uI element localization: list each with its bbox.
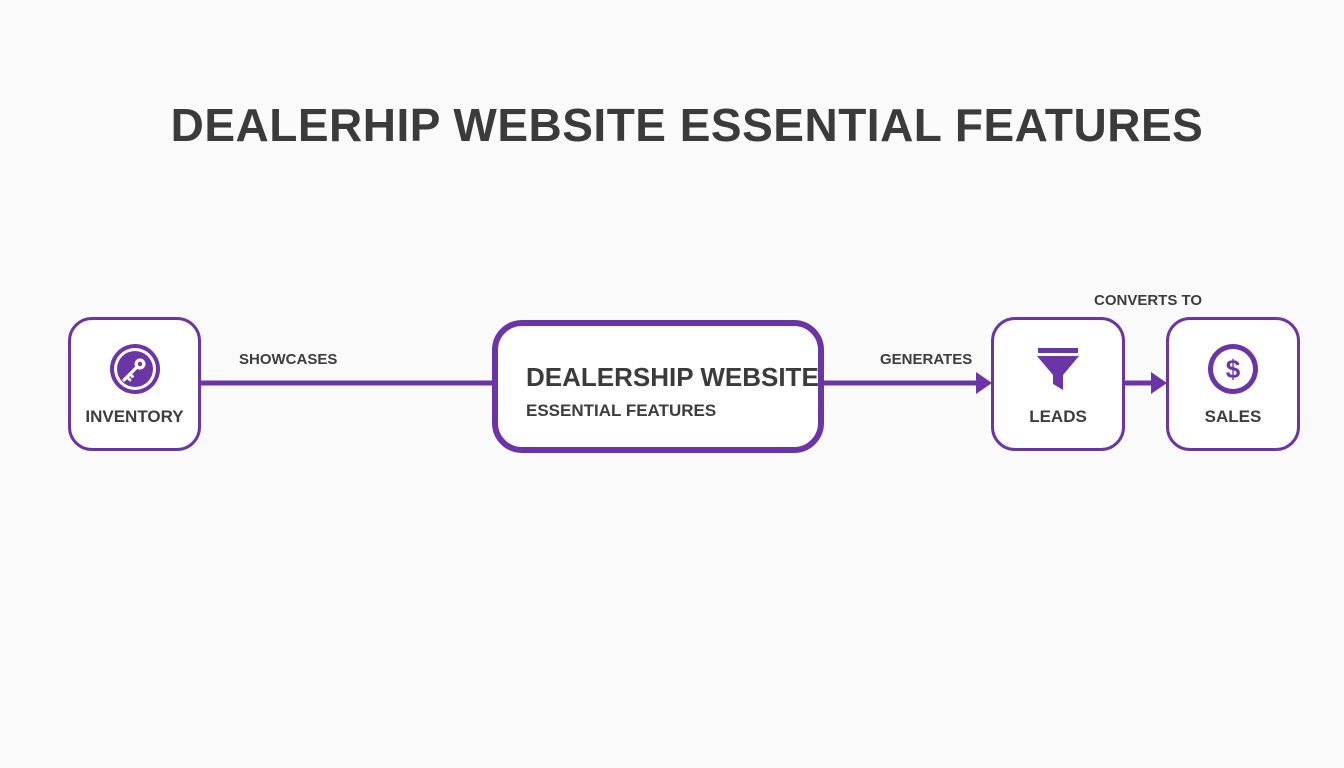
node-leads: LEADS: [991, 317, 1125, 451]
node-inventory: INVENTORY: [68, 317, 201, 451]
center-node-title: DEALERSHIP WEBSITE: [526, 362, 819, 392]
center-node-subtitle: ESSENTIAL FEATURES: [526, 401, 717, 420]
edge-converts-arrowhead: [1151, 372, 1167, 394]
node-inventory-label: INVENTORY: [85, 407, 184, 426]
dollar-icon: $: [1208, 344, 1258, 394]
funnel-icon: [1037, 348, 1079, 390]
node-sales-label: SALES: [1204, 407, 1262, 426]
svg-text:$: $: [1226, 354, 1241, 384]
node-leads-label: LEADS: [1029, 407, 1087, 426]
diagram-title: DEALERHIP WEBSITE ESSENTIAL FEATURES: [170, 99, 1204, 151]
key-icon: [109, 344, 160, 394]
node-dealership-website: DEALERSHIP WEBSITE ESSENTIAL FEATURES: [492, 320, 824, 453]
edge-label-converts-to: CONVERTS TO: [1094, 292, 1203, 309]
edge-generates-arrowhead: [976, 372, 992, 394]
edge-label-showcases: SHOWCASES: [239, 351, 338, 368]
edge-label-generates: GENERATES: [880, 351, 973, 368]
node-sales: $ SALES: [1166, 317, 1300, 451]
